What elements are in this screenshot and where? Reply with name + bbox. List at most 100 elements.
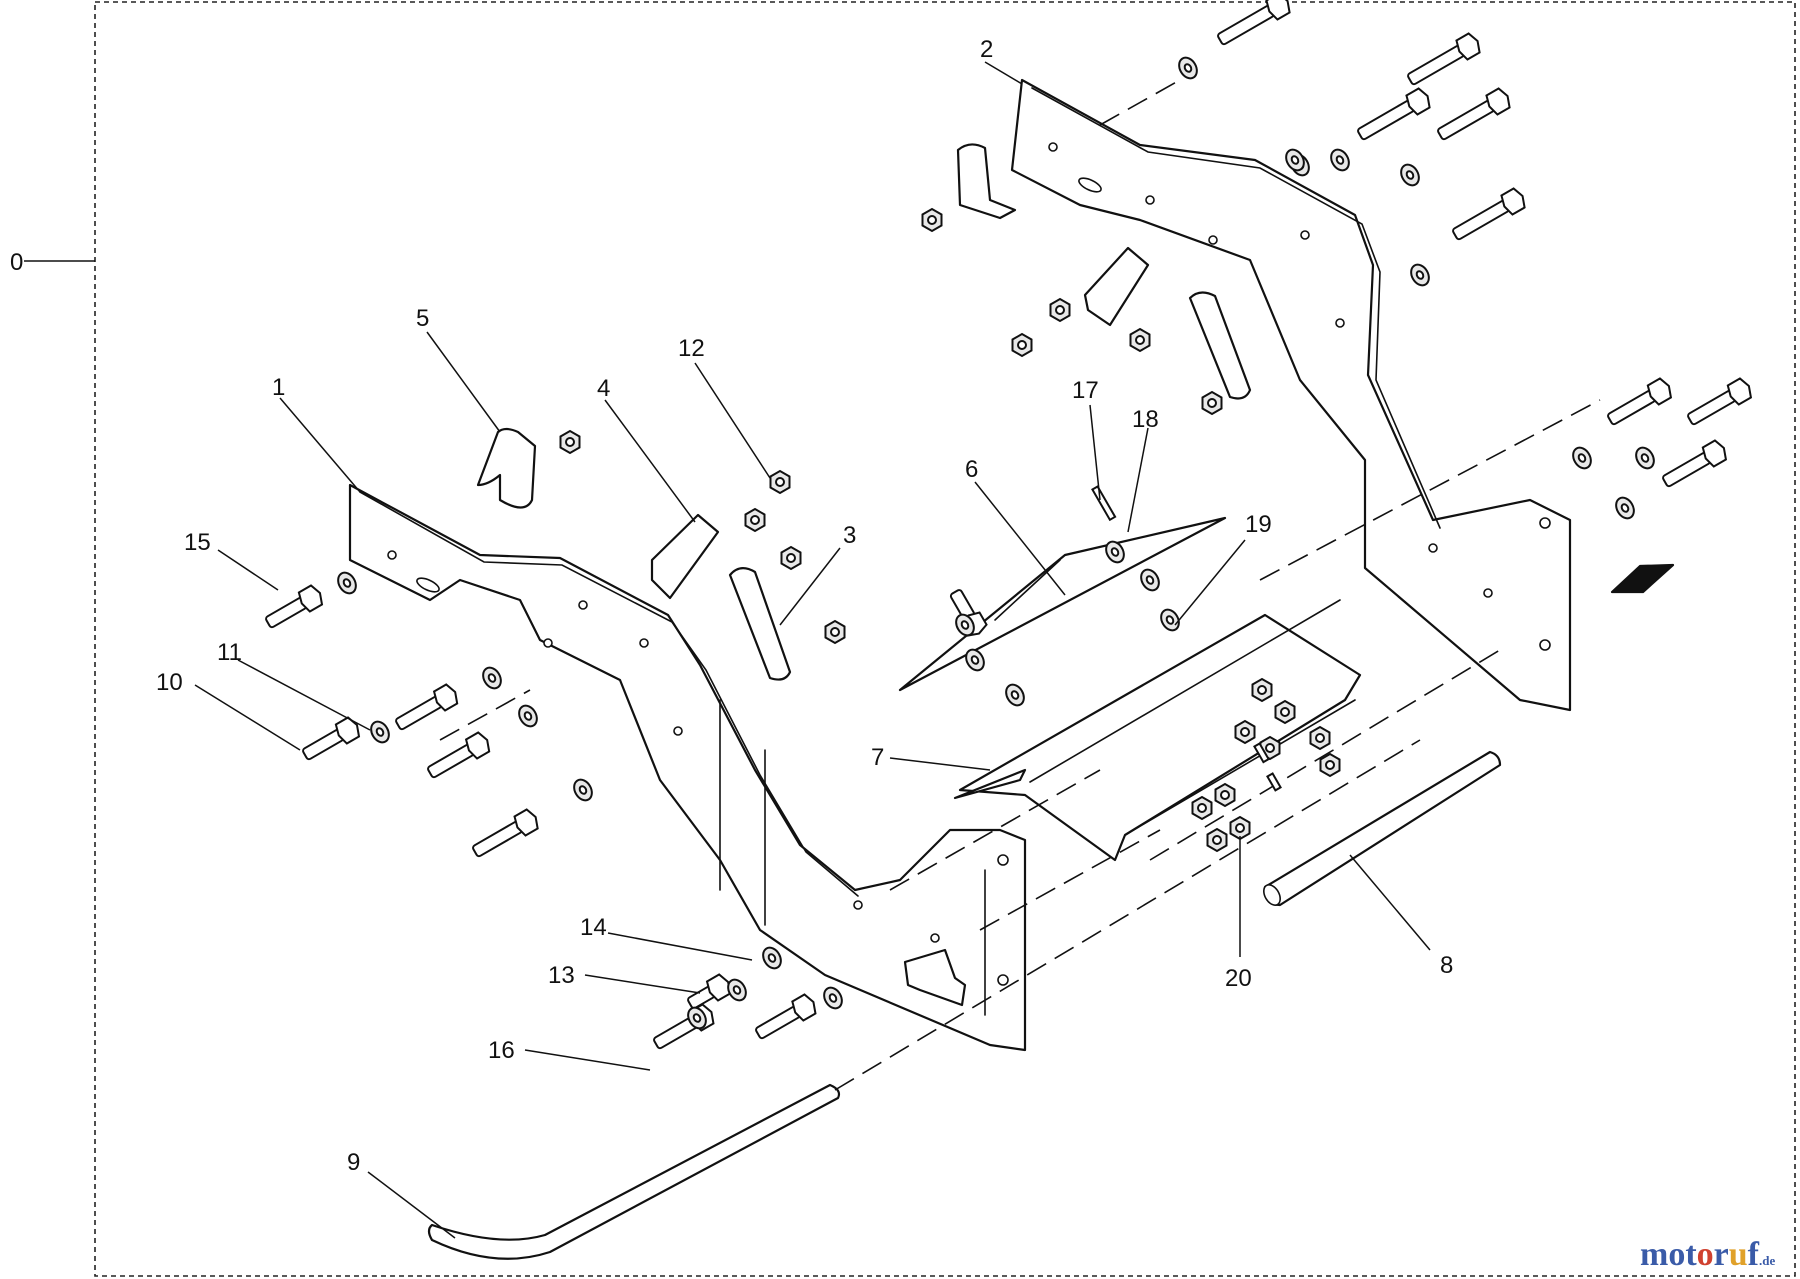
washer-hole	[342, 578, 352, 588]
washer-hole	[692, 1013, 702, 1023]
bracket-part-5	[476, 427, 537, 509]
bolt	[472, 808, 539, 858]
callout-14: 14	[580, 914, 607, 941]
left-plate-slot	[416, 577, 440, 593]
callout-12: 12	[678, 335, 705, 362]
nut-hole	[1135, 335, 1145, 345]
assembly-frame	[94, 1, 1796, 1277]
washer-hole	[487, 673, 497, 683]
nut-hole	[1257, 685, 1267, 695]
upper-angle-bracket	[898, 516, 1227, 692]
wm-letter-m: m	[1640, 1236, 1668, 1273]
washer-hole	[1145, 575, 1155, 585]
left-plate-hole	[673, 726, 683, 736]
bracket-part-4	[650, 513, 720, 600]
callout-20: 20	[1225, 965, 1252, 992]
bolt-shank	[1607, 389, 1657, 426]
bolt-head	[1500, 187, 1526, 216]
right-plate-hole	[1335, 318, 1345, 328]
motoruf-watermark: motoruf.de	[1640, 1236, 1775, 1273]
wm-letter-o: o	[1668, 1236, 1685, 1273]
nut-hole	[927, 215, 937, 225]
right-plate-bend-edge	[1031, 87, 1441, 529]
callout-13: 13	[548, 962, 575, 989]
left-plate-hole	[853, 900, 863, 910]
nut-hole	[1220, 790, 1230, 800]
washer-hole	[1335, 155, 1345, 165]
bolt-shank	[1217, 4, 1275, 46]
bolt-shank	[395, 695, 443, 731]
washer-hole	[1415, 270, 1425, 280]
nut-hole	[775, 477, 785, 487]
right-plate-hole	[1539, 517, 1551, 529]
nut-hole	[1235, 823, 1245, 833]
washer-hole	[1165, 615, 1175, 625]
bolt-head	[1455, 32, 1481, 61]
bolt-shank	[1687, 389, 1737, 426]
bolt	[1407, 32, 1481, 86]
left-plate-hole	[387, 550, 397, 560]
assembly-axis	[834, 739, 1421, 1091]
callout-2: 2	[980, 36, 993, 63]
left-plate-hole	[578, 600, 588, 610]
nut-hole	[786, 553, 796, 563]
callout-7: 7	[871, 744, 884, 771]
lower-channel-wedge	[953, 768, 1027, 800]
bolt-head	[1265, 0, 1291, 21]
bolt-head	[1701, 439, 1728, 468]
wm-letter-t: t	[1685, 1236, 1697, 1273]
washer-hole	[1620, 503, 1630, 513]
nut-hole	[1325, 760, 1335, 770]
bolt-shank	[1452, 199, 1510, 241]
washer-hole	[578, 785, 588, 795]
washer-hole	[828, 993, 838, 1003]
rear-rod	[1263, 750, 1502, 907]
right-plate-hole	[1208, 235, 1218, 245]
assembly-axis	[439, 689, 531, 741]
bolt-shank	[1357, 99, 1415, 141]
upper-angle-fold	[994, 559, 1061, 621]
assembly-axis	[1099, 79, 1181, 126]
bolt-head	[1726, 377, 1753, 406]
callout-8: 8	[1440, 952, 1453, 979]
assembly-callout-label: 0	[10, 249, 23, 276]
nut-hole	[565, 437, 575, 447]
bolt	[265, 584, 324, 629]
wm-letter-f: f	[1748, 1236, 1760, 1273]
bracket-upper-right	[1188, 291, 1252, 400]
bolt	[1217, 0, 1291, 46]
callout-9: 9	[347, 1149, 360, 1176]
bolt	[1452, 187, 1526, 241]
nut-hole	[1212, 835, 1222, 845]
nut-hole	[1265, 743, 1275, 753]
direction-arrow	[1610, 563, 1675, 594]
nut-hole	[750, 515, 760, 525]
callout-5: 5	[416, 305, 429, 332]
left-plate-hole	[639, 638, 649, 648]
washer-hole	[1640, 453, 1650, 463]
pin	[1253, 742, 1270, 764]
bolt-head	[791, 993, 817, 1022]
washer-hole	[1405, 170, 1415, 180]
right-plate-hole	[1145, 195, 1155, 205]
washer-hole	[523, 711, 533, 721]
bracket-upper-left	[956, 143, 1017, 220]
bolt-head	[1646, 377, 1673, 406]
leader-lines	[194, 61, 1431, 1239]
bracket-part-3	[728, 567, 792, 681]
bolt-shank	[427, 743, 475, 779]
right-plate-slot	[1078, 177, 1102, 193]
bolt-shank	[1407, 44, 1465, 86]
bolt-shank	[472, 820, 523, 858]
right-plate-hole	[1048, 142, 1058, 152]
wm-letter-u: u	[1729, 1236, 1748, 1273]
svg-text:motoruf.de: motoruf.de	[1640, 1236, 1775, 1273]
hardware-layer	[265, 0, 1753, 1050]
washer-hole	[970, 655, 980, 665]
callout-1: 1	[272, 374, 285, 401]
left-plate-hole	[543, 638, 553, 648]
nut-hole	[1240, 727, 1250, 737]
nut-hole	[1017, 340, 1027, 350]
pin	[1091, 485, 1117, 522]
callout-11: 11	[217, 639, 242, 666]
